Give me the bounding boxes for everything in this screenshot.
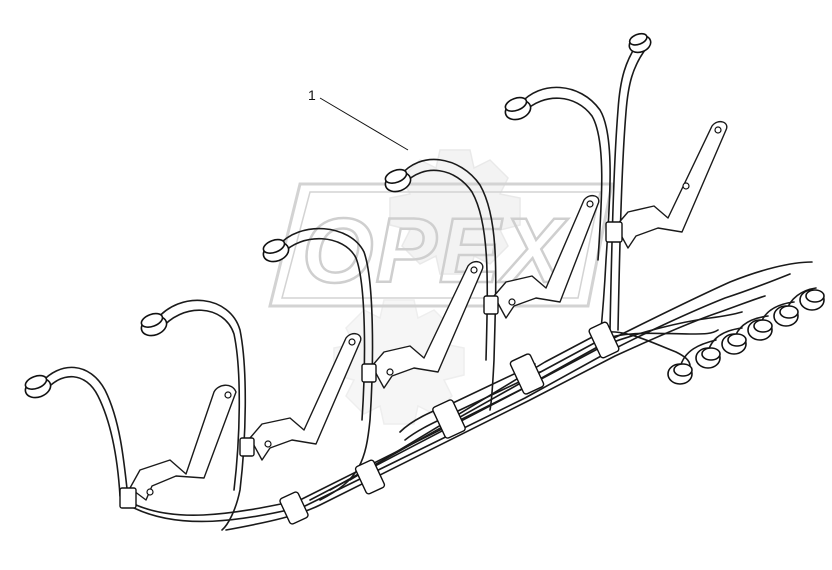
watermark-frame bbox=[268, 182, 614, 308]
clamp-10 bbox=[605, 221, 623, 243]
watermark-frame-inner bbox=[281, 191, 601, 299]
injector-line-5b bbox=[523, 97, 603, 261]
injector-nuts bbox=[24, 32, 825, 399]
injector-line-4 bbox=[399, 158, 497, 411]
bracket-2 bbox=[249, 332, 362, 461]
clamp-9 bbox=[588, 321, 620, 359]
injector-line-2 bbox=[155, 299, 247, 531]
pipe-bundle bbox=[125, 261, 813, 531]
bracket-3 bbox=[371, 260, 484, 389]
injector-line-3 bbox=[277, 227, 374, 501]
injector-line-6 bbox=[609, 39, 641, 331]
callout-leader bbox=[319, 97, 409, 151]
clamp-2 bbox=[239, 437, 255, 457]
injector-line-5 bbox=[519, 86, 611, 341]
bracket-4 bbox=[493, 194, 600, 319]
bracket-1 bbox=[129, 384, 237, 501]
clamp-1 bbox=[119, 487, 137, 509]
clamp-6 bbox=[432, 399, 466, 439]
injector-line-2b bbox=[159, 309, 241, 491]
clamp-7 bbox=[483, 295, 499, 315]
injector-line-1 bbox=[39, 366, 129, 499]
support-brackets bbox=[129, 120, 728, 501]
clamp-3 bbox=[279, 491, 309, 525]
clamp-5 bbox=[361, 363, 377, 383]
injector-line-1b bbox=[43, 375, 121, 497]
bracket-5 bbox=[615, 120, 728, 249]
clamp-8 bbox=[509, 353, 545, 395]
clamp-4 bbox=[354, 459, 386, 495]
pipe-clamps bbox=[119, 221, 623, 525]
callout-label: 1 bbox=[308, 87, 316, 103]
callout-1: 1 bbox=[308, 87, 409, 151]
injector-line-6b bbox=[617, 45, 649, 331]
